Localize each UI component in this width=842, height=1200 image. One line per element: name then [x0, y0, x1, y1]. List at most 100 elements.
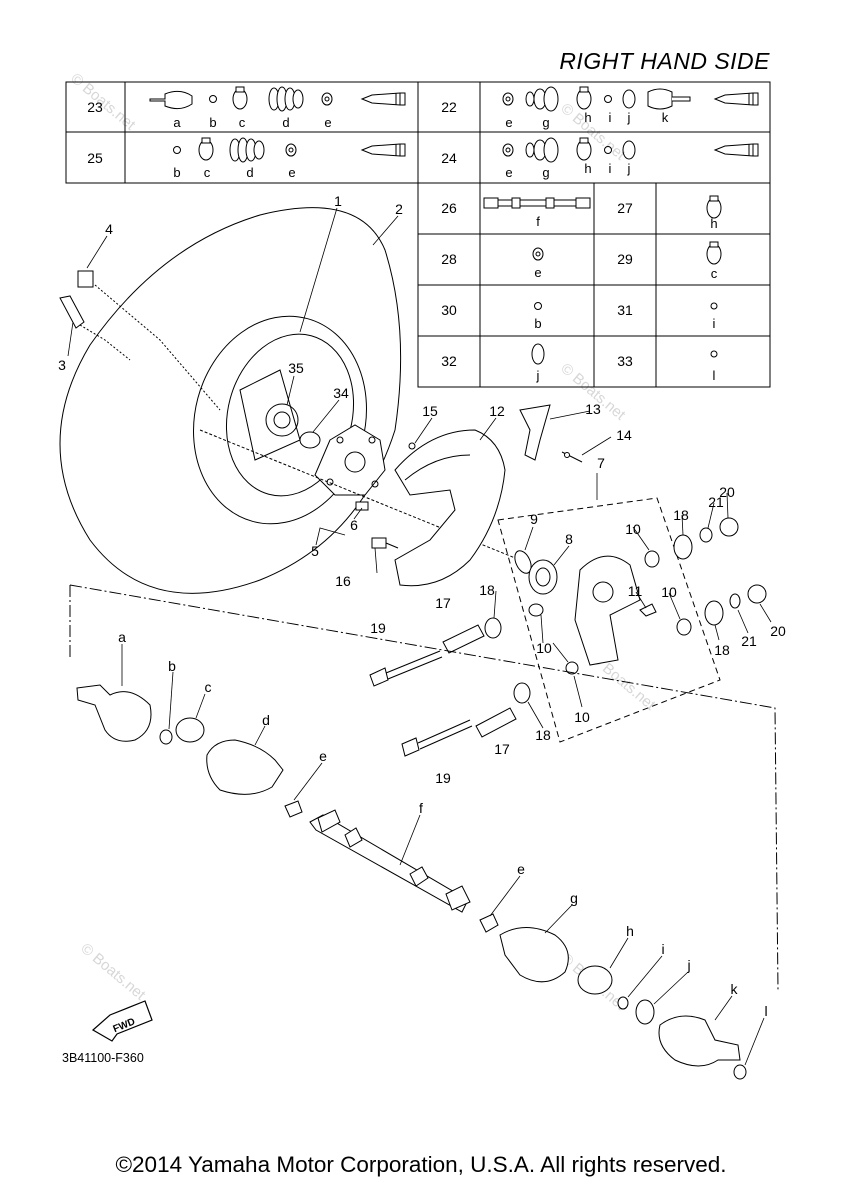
boot-band-icon: [576, 137, 592, 161]
grease-tube-icon: [713, 92, 759, 106]
callout-label: e: [517, 861, 525, 877]
callout-label: 10: [625, 521, 641, 537]
callout-label: 3: [58, 357, 66, 373]
circlip-icon: [710, 302, 718, 310]
circlip-icon: [604, 146, 612, 154]
collar-8: [528, 559, 558, 595]
svg-text:l: l: [713, 368, 716, 383]
boot-icon: [525, 137, 559, 163]
circlip-icon: [710, 350, 718, 358]
callout-label: 14: [616, 427, 632, 443]
callout-label: h: [626, 923, 634, 939]
boot-band-icon: [502, 92, 514, 106]
boot-g: [499, 927, 569, 983]
boot-band-icon: [576, 86, 592, 110]
svg-text:h: h: [584, 161, 591, 176]
callout-label: 21: [741, 633, 757, 649]
leader-lines: [67, 207, 772, 1066]
callout-label: f: [419, 800, 423, 816]
kit-number: 30: [441, 302, 457, 318]
wheel-assembly: [59, 207, 521, 594]
kit-table-letters: a b c d e e g h i j k b c d e e g h i j …: [173, 110, 717, 383]
callout-label: a: [118, 629, 126, 645]
valve-stem: [59, 295, 85, 329]
drive-shaft-icon: [483, 197, 591, 209]
copyright-footer: ©2014 Yamaha Motor Corporation, U.S.A. A…: [115, 1152, 727, 1177]
circlip-l: [733, 1064, 747, 1080]
circlip-icon: [173, 146, 181, 154]
callout-label: 13: [585, 401, 601, 417]
svg-text:c: c: [711, 266, 718, 281]
circlip-b: [159, 729, 173, 745]
svg-text:e: e: [324, 115, 331, 130]
boot-icon: [525, 86, 559, 112]
boot-band-icon: [285, 143, 297, 157]
callout-label: 17: [435, 595, 451, 611]
grease-tube-icon: [360, 92, 406, 106]
shield-bracket: [519, 404, 551, 461]
fwd-arrow: FWD: [91, 1000, 153, 1042]
circlip-i: [617, 996, 629, 1010]
ring-j: [635, 999, 655, 1025]
svg-text:e: e: [534, 265, 541, 280]
boot-band-icon: [198, 137, 214, 161]
callout-label: 20: [719, 484, 735, 500]
callout-label: 10: [536, 640, 552, 656]
ring-icon: [622, 89, 636, 109]
screw-16: [371, 537, 399, 549]
callout-label: i: [661, 941, 664, 957]
nut-20: [719, 517, 767, 604]
callout-label: 34: [333, 385, 349, 401]
svg-text:j: j: [536, 368, 540, 383]
callout-label: 7: [597, 455, 605, 471]
callout-label: b: [168, 658, 176, 674]
callout-label: 1: [334, 193, 342, 209]
svg-text:e: e: [505, 165, 512, 180]
callout-label: 6: [350, 517, 358, 533]
svg-text:f: f: [536, 214, 540, 229]
callout-label: 10: [574, 709, 590, 725]
callout-label: l: [764, 1003, 767, 1019]
svg-text:i: i: [609, 161, 612, 176]
svg-text:c: c: [204, 165, 211, 180]
ring-icon: [531, 343, 545, 365]
svg-text:j: j: [627, 110, 631, 125]
svg-text:g: g: [542, 165, 549, 180]
svg-text:b: b: [173, 165, 180, 180]
knuckle-assembly: [369, 497, 767, 757]
svg-text:b: b: [209, 115, 216, 130]
boot-band-icon: [706, 195, 722, 219]
kit-number: 32: [441, 353, 457, 369]
circlip-icon: [209, 95, 217, 103]
circlip-icon: [604, 95, 612, 103]
kit-number: 22: [441, 99, 457, 115]
callout-label: 18: [673, 507, 689, 523]
watermark: © Boats.net: [67, 70, 139, 134]
callout-label: 10: [661, 584, 677, 600]
boot-band-c: [175, 717, 205, 743]
callout-label: 12: [489, 403, 505, 419]
callout-label: 18: [479, 582, 495, 598]
callout-label: 19: [435, 770, 451, 786]
callout-labels: 1 2 3 4 5 6 7 8 9 10 10 10 10 11 12 13 1…: [58, 193, 786, 1019]
callout-label: 2: [395, 201, 403, 217]
drive-shaft-f: [309, 809, 471, 913]
callout-label: e: [319, 748, 327, 764]
svg-text:a: a: [173, 115, 181, 130]
svg-text:c: c: [239, 115, 246, 130]
kit-number: 31: [617, 302, 633, 318]
ring-icon: [622, 140, 636, 160]
grease-tube-icon: [360, 143, 406, 157]
svg-text:d: d: [246, 165, 253, 180]
kit-number: 24: [441, 150, 457, 166]
svg-text:d: d: [282, 115, 289, 130]
valve-cap: [77, 270, 94, 288]
oil-seal-9: [514, 550, 532, 574]
svg-text:i: i: [609, 110, 612, 125]
svg-text:i: i: [713, 316, 716, 331]
svg-text:e: e: [505, 115, 512, 130]
bolt-19: [369, 650, 473, 757]
hub-bolt: [355, 501, 369, 511]
kit-table-parts: [149, 86, 759, 365]
